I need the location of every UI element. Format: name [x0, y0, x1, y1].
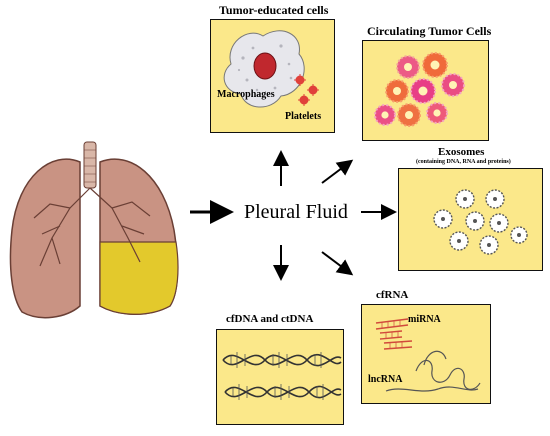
- dna-helix-art: [222, 352, 342, 400]
- mirna-label: miRNA: [408, 314, 441, 325]
- cfdna-title: cfDNA and ctDNA: [226, 313, 314, 325]
- exosomes-art: [433, 189, 528, 255]
- platelets-label: Platelets: [285, 111, 322, 122]
- exosomes-title: Exosomes: [438, 146, 485, 158]
- macrophage-platelets-art: [223, 30, 319, 108]
- exosomes-panel: [398, 168, 543, 271]
- ctc-panel: [362, 40, 489, 141]
- center-label: Pleural Fluid: [244, 201, 348, 223]
- exosomes-subtitle: (containing DNA, RNA and proteins): [416, 159, 511, 165]
- tumor-educated-panel: Macrophages Platelets: [210, 19, 335, 133]
- cfrna-title: cfRNA: [376, 289, 409, 301]
- cfrna-panel: miRNA lncRNA: [361, 304, 491, 404]
- lungs-illustration: [9, 141, 179, 319]
- tumor-cells-art: [374, 52, 465, 127]
- lncrna-label: lncRNA: [368, 374, 403, 385]
- mirna-strands: [375, 318, 413, 350]
- cfdna-panel: [216, 329, 344, 425]
- platelets-group: [295, 75, 318, 105]
- arrow-to-cfrna: [321, 251, 354, 276]
- macrophages-label: Macrophages: [217, 89, 275, 100]
- rna-art: [375, 318, 481, 392]
- ctc-title: Circulating Tumor Cells: [367, 24, 492, 38]
- pleural-effusion: [99, 241, 179, 315]
- lncrna-strand: [385, 350, 481, 392]
- arrow-to-ctc: [321, 159, 354, 184]
- macrophage-nucleus: [253, 52, 277, 80]
- tumor-educated-title: Tumor-educated cells: [219, 3, 329, 17]
